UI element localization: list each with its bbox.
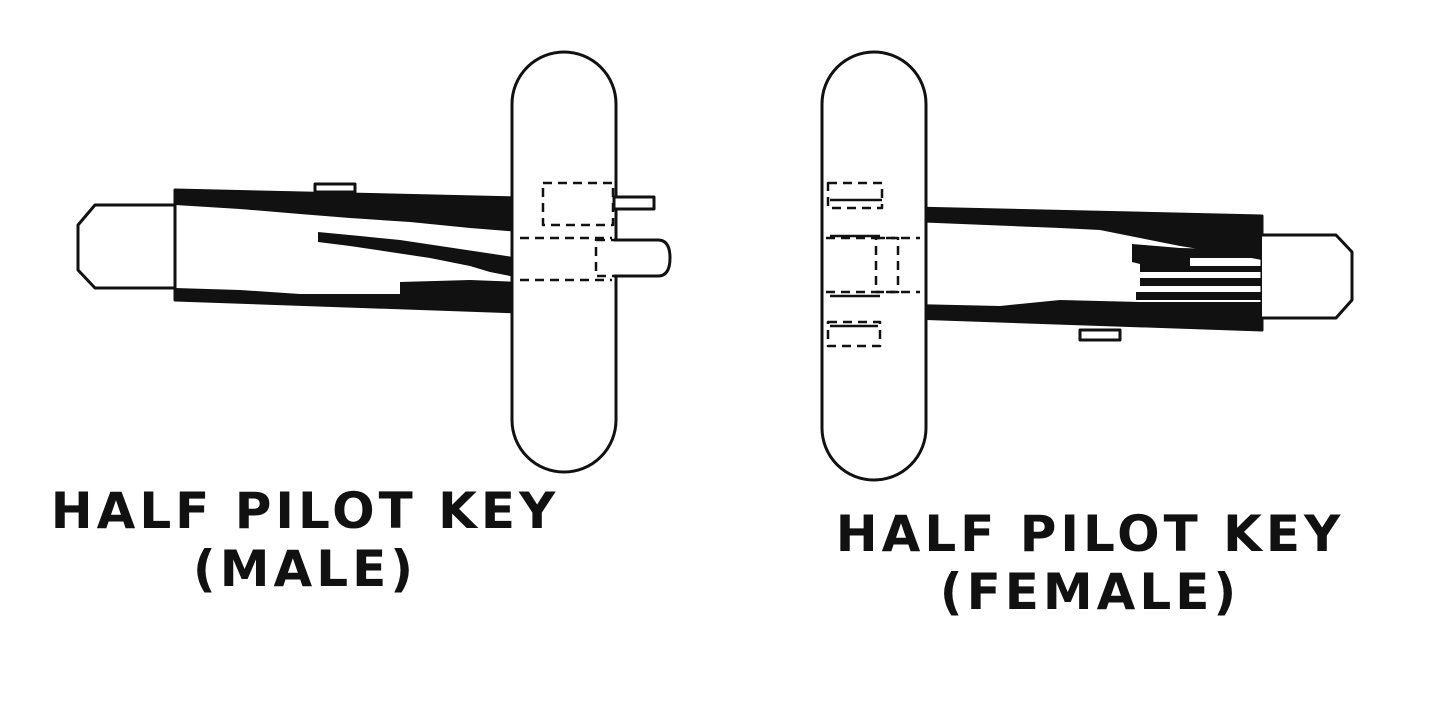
male-half-pilot-key-drawing xyxy=(76,50,672,474)
female-key-lug xyxy=(1078,328,1122,342)
female-caption-title: HALF PILOT KEY xyxy=(835,505,1345,563)
male-caption: HALF PILOT KEY (MALE) xyxy=(20,482,590,598)
male-pilot-tip xyxy=(76,203,175,290)
female-inner-taper-upper xyxy=(1132,244,1262,272)
male-upper-taper-band xyxy=(175,190,520,232)
female-half-pilot-key-drawing xyxy=(820,50,1354,482)
female-socket-slots xyxy=(830,198,882,328)
male-key-lug xyxy=(313,182,357,194)
male-small-pin xyxy=(612,195,656,211)
male-t-handle xyxy=(510,50,618,474)
male-caption-subtitle: (MALE) xyxy=(192,540,418,598)
female-t-handle xyxy=(820,50,928,482)
male-caption-title: HALF PILOT KEY xyxy=(50,482,560,540)
female-hidden-lines xyxy=(826,181,920,348)
female-lower-taper-band xyxy=(912,300,1262,330)
female-caption: HALF PILOT KEY (FEMALE) xyxy=(805,505,1375,621)
female-caption-subtitle: (FEMALE) xyxy=(939,563,1241,621)
female-pilot-tip xyxy=(1262,233,1354,320)
male-inner-taper-upper xyxy=(318,232,520,278)
male-lower-taper-band xyxy=(175,280,520,312)
female-inner-taper-lower xyxy=(1136,278,1262,300)
male-drive-pin xyxy=(614,238,672,278)
female-upper-taper-band xyxy=(912,208,1262,260)
